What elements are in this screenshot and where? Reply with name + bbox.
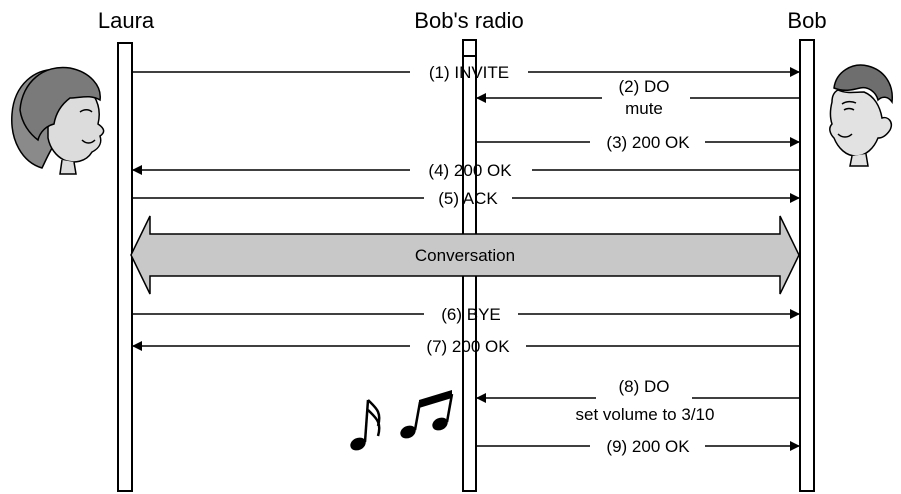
message-2-label-line2: mute <box>625 99 663 118</box>
message-9-200-ok: (9) 200 OK <box>476 437 800 456</box>
music-notes-icon <box>348 390 452 453</box>
lifeline-laura <box>118 43 132 491</box>
message-8-label-line2: set volume to 3/10 <box>576 405 715 424</box>
message-5-ack: (5) ACK <box>132 189 800 208</box>
lifeline-bob <box>800 40 814 491</box>
message-2-label-line1: (2) DO <box>619 77 670 96</box>
message-7-label: (7) 200 OK <box>426 337 510 356</box>
message-6-label: (6) BYE <box>441 305 501 324</box>
message-1-label: (1) INVITE <box>429 63 509 82</box>
laura-face-icon <box>12 67 104 174</box>
message-8-do-set-volume: (8) DO set volume to 3/10 <box>476 377 800 424</box>
message-9-label: (9) 200 OK <box>606 437 690 456</box>
message-8-label-line1: (8) DO <box>619 377 670 396</box>
participant-bob-label: Bob <box>787 8 826 33</box>
participant-radio-label: Bob's radio <box>414 8 523 33</box>
message-7-200-ok: (7) 200 OK <box>132 337 800 356</box>
conversation-label: Conversation <box>415 246 515 265</box>
message-6-bye: (6) BYE <box>132 305 800 324</box>
message-3-200-ok: (3) 200 OK <box>476 133 800 152</box>
message-4-label: (4) 200 OK <box>428 161 512 180</box>
bob-face-icon <box>830 65 892 166</box>
message-3-label: (3) 200 OK <box>606 133 690 152</box>
message-4-200-ok: (4) 200 OK <box>132 161 800 180</box>
participant-laura-label: Laura <box>98 8 155 33</box>
message-1-invite: (1) INVITE <box>132 63 800 82</box>
message-2-do-mute: (2) DO mute <box>476 77 800 118</box>
message-5-label: (5) ACK <box>438 189 498 208</box>
